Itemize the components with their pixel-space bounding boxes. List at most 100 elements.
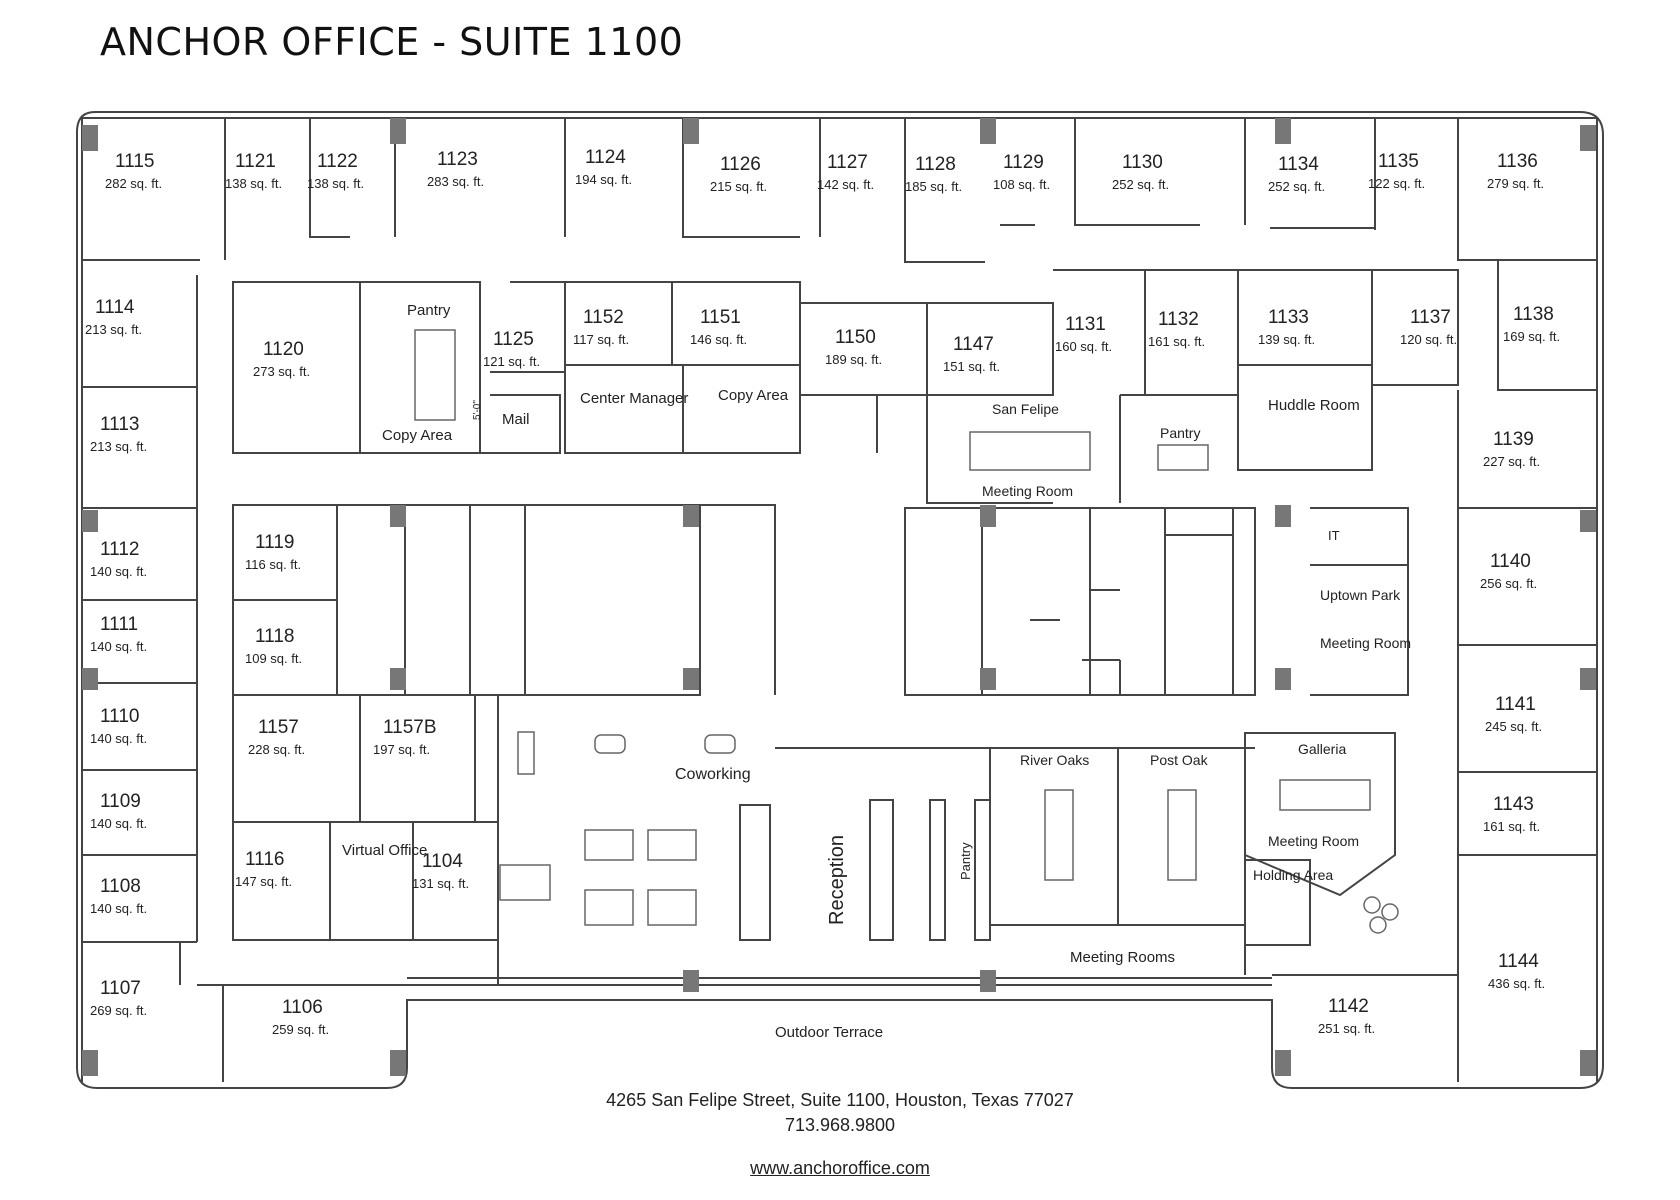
- office-number-1151: 1151: [700, 307, 741, 328]
- office-number-1107: 1107: [100, 978, 141, 999]
- table-san-felipe: [969, 431, 1091, 471]
- label-center-manager: Center Manager: [580, 390, 688, 407]
- office-number-1122: 1122: [317, 151, 358, 172]
- office-number-1118: 1118: [255, 626, 294, 647]
- office-area-1110: 140 sq. ft.: [90, 731, 147, 746]
- office-area-1128: 185 sq. ft.: [905, 179, 962, 194]
- office-area-1127: 142 sq. ft.: [817, 177, 874, 192]
- label-uptown-park: Uptown Park: [1320, 587, 1401, 603]
- office-area-1116: 147 sq. ft.: [235, 874, 292, 889]
- structural-columns: [82, 118, 1596, 1076]
- label-outdoor-terrace: Outdoor Terrace: [775, 1024, 883, 1041]
- office-number-1138: 1138: [1513, 304, 1554, 325]
- office-number-1136: 1136: [1497, 151, 1538, 172]
- office-number-1137: 1137: [1410, 307, 1451, 328]
- label-post-oak: Post Oak: [1150, 752, 1209, 768]
- pantry-counter-2: [1157, 444, 1209, 471]
- office-number-1134: 1134: [1278, 154, 1319, 175]
- office-area-1135: 122 sq. ft.: [1368, 176, 1425, 191]
- office-number-1111: 1111: [100, 614, 138, 635]
- office-area-1132: 161 sq. ft.: [1148, 334, 1205, 349]
- label-dimension: 5'-0": [472, 400, 483, 420]
- office-number-1127: 1127: [827, 152, 868, 173]
- table-river-oaks: [1044, 789, 1074, 881]
- office-number-1109: 1109: [100, 791, 141, 812]
- office-number-1140: 1140: [1490, 551, 1531, 572]
- office-number-1112: 1112: [100, 539, 139, 560]
- address: 4265 San Felipe Street, Suite 1100, Hous…: [606, 1090, 1074, 1110]
- table-post-oak: [1167, 789, 1197, 881]
- office-number-1152: 1152: [583, 307, 624, 328]
- office-area-1137: 120 sq. ft.: [1400, 332, 1457, 347]
- website-link[interactable]: www.anchoroffice.com: [750, 1158, 930, 1178]
- office-number-1130: 1130: [1122, 152, 1163, 173]
- office-number-1133: 1133: [1268, 307, 1309, 328]
- office-area-1133: 139 sq. ft.: [1258, 332, 1315, 347]
- office-area-1131: 160 sq. ft.: [1055, 339, 1112, 354]
- office-area-1109: 140 sq. ft.: [90, 816, 147, 831]
- office-number-1125: 1125: [493, 329, 534, 350]
- office-area-1120: 273 sq. ft.: [253, 364, 310, 379]
- label-meeting-room-2: Meeting Room: [1320, 635, 1411, 651]
- office-number-1135: 1135: [1378, 151, 1419, 172]
- office-number-1139: 1139: [1493, 429, 1534, 450]
- office-area-1138: 169 sq. ft.: [1503, 329, 1560, 344]
- office-area-1150: 189 sq. ft.: [825, 352, 882, 367]
- office-area-1157: 228 sq. ft.: [248, 742, 305, 757]
- office-area-1122: 138 sq. ft.: [307, 176, 364, 191]
- office-area-1108: 140 sq. ft.: [90, 901, 147, 916]
- office-number-1119: 1119: [255, 532, 294, 553]
- office-number-1124: 1124: [585, 147, 626, 168]
- pantry-counter: [414, 329, 456, 421]
- office-area-1129: 108 sq. ft.: [993, 177, 1050, 192]
- office-area-1123: 283 sq. ft.: [427, 174, 484, 189]
- office-number-1129: 1129: [1003, 152, 1044, 173]
- office-number-1106: 1106: [282, 997, 323, 1018]
- office-number-1157B: 1157B: [383, 717, 437, 738]
- office-area-1119: 116 sq. ft.: [245, 557, 301, 572]
- office-area-1130: 252 sq. ft.: [1112, 177, 1169, 192]
- office-number-1147: 1147: [953, 334, 994, 355]
- office-area-1152: 117 sq. ft.: [573, 332, 629, 347]
- office-area-1134: 252 sq. ft.: [1268, 179, 1325, 194]
- label-pantry-3: Pantry: [958, 842, 973, 880]
- office-number-1131: 1131: [1065, 314, 1106, 335]
- office-number-1123: 1123: [437, 149, 478, 170]
- building-outline: [76, 111, 1604, 1089]
- office-area-1139: 227 sq. ft.: [1483, 454, 1540, 469]
- label-meeting-room-1: Meeting Room: [982, 483, 1073, 499]
- label-virtual-office: Virtual Office: [342, 842, 427, 859]
- office-number-1115: 1115: [115, 151, 154, 172]
- office-number-1142: 1142: [1328, 996, 1369, 1017]
- office-area-1115: 282 sq. ft.: [105, 176, 162, 191]
- office-number-1143: 1143: [1493, 794, 1534, 815]
- office-area-1121: 138 sq. ft.: [225, 176, 282, 191]
- office-area-1113: 213 sq. ft.: [90, 439, 147, 454]
- office-area-1147: 151 sq. ft.: [943, 359, 1000, 374]
- office-area-1107: 269 sq. ft.: [90, 1003, 147, 1018]
- phone: 713.968.9800: [784, 1115, 896, 1135]
- label-huddle-room: Huddle Room: [1268, 397, 1360, 414]
- office-number-1114: 1114: [95, 297, 135, 318]
- label-meeting-rooms: Meeting Rooms: [1070, 949, 1175, 966]
- label-reception: Reception: [826, 835, 848, 925]
- office-number-1144: 1144: [1498, 951, 1539, 972]
- label-it: IT: [1328, 528, 1340, 543]
- office-area-1140: 256 sq. ft.: [1480, 576, 1537, 591]
- label-copy-area-2: Copy Area: [718, 387, 789, 404]
- office-area-1114: 213 sq. ft.: [85, 322, 142, 337]
- office-number-1113: 1113: [100, 414, 139, 435]
- label-copy-area-1: Copy Area: [382, 427, 453, 444]
- label-san-felipe: San Felipe: [992, 401, 1059, 417]
- office-number-1116: 1116: [245, 849, 284, 870]
- office-number-1126: 1126: [720, 154, 761, 175]
- office-number-1132: 1132: [1158, 309, 1199, 330]
- office-number-1150: 1150: [835, 327, 876, 348]
- label-meeting-room-3: Meeting Room: [1268, 833, 1359, 849]
- table-galleria: [1279, 779, 1371, 811]
- office-number-1104: 1104: [422, 851, 463, 872]
- office-area-1125: 121 sq. ft.: [483, 354, 540, 369]
- office-area-1157B: 197 sq. ft.: [373, 742, 430, 757]
- office-area-1143: 161 sq. ft.: [1483, 819, 1540, 834]
